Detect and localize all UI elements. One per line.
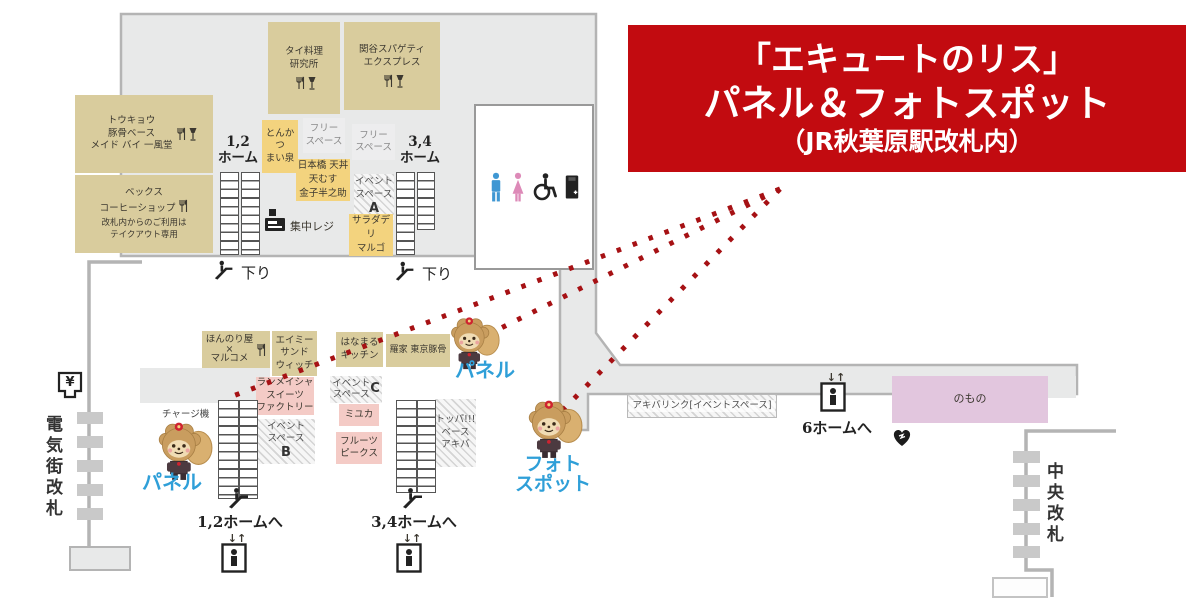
- shop-toppa-base-akiba: トッパ!!! ベース アキバ: [435, 399, 476, 467]
- shop-ranmeisha-sweets-factory: ランメイシャ スイーツ ファクトリー: [256, 377, 314, 415]
- ticket-machine-icon: [56, 370, 84, 400]
- elevator-to-platform34: ↓↑: [396, 532, 428, 573]
- akiba-link-event-space: アキバリンク[イベントスペース]: [627, 394, 777, 418]
- shop-raya-tokyo-tonkotsu: 羅家 東京豚骨: [386, 334, 450, 367]
- wine-glass-icon: [307, 76, 317, 90]
- shop-becks-coffee-shop: ベックス コーヒーショップ 改札内からのご利用は テイクアウト専用: [75, 175, 213, 253]
- restroom-female-icon: [510, 172, 526, 203]
- stairs-to-platform12: [218, 400, 258, 499]
- wine-glass-icon: [395, 74, 405, 88]
- stairs-platform34-right: [417, 172, 435, 230]
- shop-kaneko-hannosuke: 日本橋 天丼 天むす 金子半之助: [295, 159, 351, 201]
- shop-fruits-peaks: フルーツ ピークス: [336, 432, 382, 464]
- down-label-2: 下り: [422, 265, 453, 283]
- fork-knife-icon: [383, 74, 393, 88]
- banner-line1: 「エキュートのリス」: [737, 39, 1077, 80]
- shop-tokyo-tonkotsu-base-ippudo: トウキョウ 豚骨ベース メイド バイ 一風堂: [75, 95, 213, 173]
- fork-knife-icon: [256, 343, 266, 357]
- shop-miyuka: ミユカ: [339, 404, 379, 426]
- free-space-1: フリー スペース: [303, 118, 345, 153]
- elevator-arrows: ↓↑: [826, 371, 846, 384]
- shop-hanamaru-kitchen: はなまる キッチン: [336, 332, 383, 367]
- shop-sekiya-spaghetti-express: 関谷スパゲティ エクスプレス: [344, 22, 440, 110]
- shop-tonkatsu-maisen: とんかつ まい泉: [262, 120, 298, 173]
- event-space-b: イベント スペース B: [257, 419, 315, 464]
- shop-amy-sandwich: エイミー サンド ウィッチ: [272, 331, 317, 376]
- shop-salad-deli-marugo: サラダデリ マルゴ: [349, 214, 393, 256]
- wine-glass-icon: [188, 127, 198, 141]
- escalator-icon: [401, 484, 427, 510]
- panel-label-1: パネル: [142, 470, 202, 494]
- charge-machine-label: チャージ機: [162, 409, 210, 420]
- shop-honnoriya-marukome: ほんのり屋 × マルコメ: [202, 331, 270, 368]
- central-register-label: 集中レジ: [290, 220, 334, 233]
- platform-1-2-label: 1,2 ホーム: [217, 134, 259, 167]
- elevator-to-platform6: ↓↑: [820, 371, 852, 412]
- wheelchair-accessible-icon: [532, 172, 558, 202]
- to-platform-3-4-label: 3,4ホームへ: [371, 513, 457, 531]
- stairs-to-platform34: [396, 400, 436, 493]
- chuo-gate-label: 中央改札: [1043, 462, 1063, 546]
- down-label-1: 下り: [241, 264, 272, 282]
- platform-3-4-label: 3,4 ホーム: [399, 134, 441, 167]
- banner-line3: （JR秋葉原駅改札内）: [780, 126, 1034, 156]
- shop-thai-ryori-kenkyujo: タイ料理 研究所: [268, 22, 340, 114]
- escalator-down-icon: [394, 258, 418, 282]
- photo-spot-label: フォト スポット: [514, 453, 591, 495]
- denkigai-gate-machines: [77, 412, 103, 520]
- event-space-c: イベント スペース C: [330, 376, 382, 403]
- escalator-down-icon: [213, 257, 237, 281]
- fork-knife-icon: [295, 76, 305, 90]
- stairs-platform34-left: [396, 172, 415, 255]
- denkigai-gate-label: 電気街改札: [42, 415, 62, 520]
- elevator-arrows: ↓↑: [227, 532, 247, 545]
- cash-register-icon: [263, 206, 287, 234]
- becks-note: 改札内からのご利用は テイクアウト専用: [101, 218, 187, 240]
- stairs-platform12-left: [220, 172, 239, 255]
- multipurpose-room-icon: [564, 173, 580, 201]
- to-platform-6-label: 6ホームへ: [802, 419, 872, 437]
- banner-line2: パネル＆フォトスポット: [703, 82, 1111, 126]
- to-platform-1-2-label: 1,2ホームへ: [197, 513, 283, 531]
- elevator-to-platform12: ↓↑: [221, 532, 253, 573]
- escalator-icon: [227, 484, 253, 510]
- stairs-platform12-right: [241, 172, 260, 255]
- shop-nomono: のもの: [892, 376, 1048, 423]
- elevator-icon: [221, 543, 247, 573]
- panel-label-2: パネル: [455, 358, 515, 382]
- elevator-icon: [396, 543, 422, 573]
- restroom-area: [474, 104, 594, 270]
- fork-knife-icon: [178, 199, 188, 213]
- free-space-2: フリー スペース: [352, 124, 395, 160]
- elevator-arrows: ↓↑: [402, 532, 422, 545]
- event-space-a: イベント スペース A: [354, 174, 394, 220]
- fork-knife-icon: [176, 127, 186, 141]
- elevator-icon: [820, 382, 846, 412]
- title-banner: 「エキュートのリス」 パネル＆フォトスポット （JR秋葉原駅改札内）: [628, 25, 1186, 172]
- restroom-male-icon: [488, 172, 504, 203]
- aed-heart-icon: [891, 427, 913, 447]
- chuo-gate-machines: [1013, 451, 1040, 558]
- squirrel-mascot-photo-spot: [522, 398, 584, 460]
